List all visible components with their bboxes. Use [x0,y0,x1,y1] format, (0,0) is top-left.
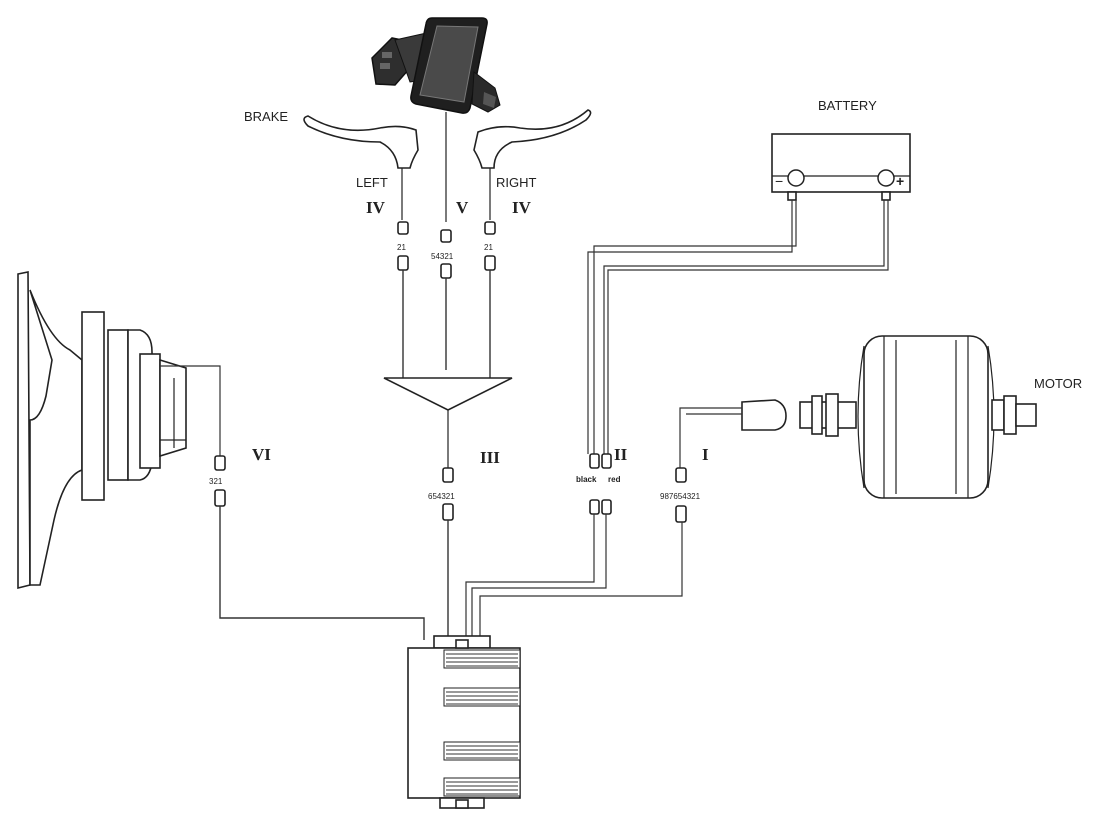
right-brake-connector: 21 [484,221,496,271]
right-label: RIGHT [496,175,537,190]
roman-v: V [456,198,469,217]
battery-plus: + [896,173,904,189]
display-pins: 54321 [431,252,454,261]
right-brake-lever [473,109,592,220]
lcd-display [371,17,501,114]
roman-ii: II [614,445,628,464]
motor-controller [407,635,521,809]
left-brake-lever [303,115,419,220]
brake-label: BRAKE [244,109,288,124]
cable-splitter [383,377,513,411]
red-wire-label: red [608,475,621,484]
roman-iii: III [480,448,500,467]
roman-i: I [702,445,709,464]
battery-unit: − + [771,133,911,201]
display-connector: 54321 [431,229,454,279]
battery-label: BATTERY [818,98,877,113]
motor-connector: 987654321 [660,467,701,523]
battery-connector: black red [576,453,621,515]
pas-pins: 321 [209,477,223,486]
pas-connector: 321 [209,455,226,507]
left-brake-connector: 21 [397,221,409,271]
left-label: LEFT [356,175,388,190]
left-brake-pins: 21 [397,243,406,252]
roman-iv-left: IV [366,198,386,217]
motor-pins: 987654321 [660,492,701,501]
motor-label: MOTOR [1034,376,1082,391]
roman-vi: VI [252,445,271,464]
hub-cable-connector: 654321 [428,467,455,521]
roman-iv-right: IV [512,198,532,217]
black-wire-label: black [576,475,597,484]
crank-pedal-sensor [17,271,187,590]
right-brake-pins: 21 [484,243,493,252]
hub-motor [741,335,1037,499]
hub-cable-pins: 654321 [428,492,455,501]
battery-minus: − [775,173,783,189]
